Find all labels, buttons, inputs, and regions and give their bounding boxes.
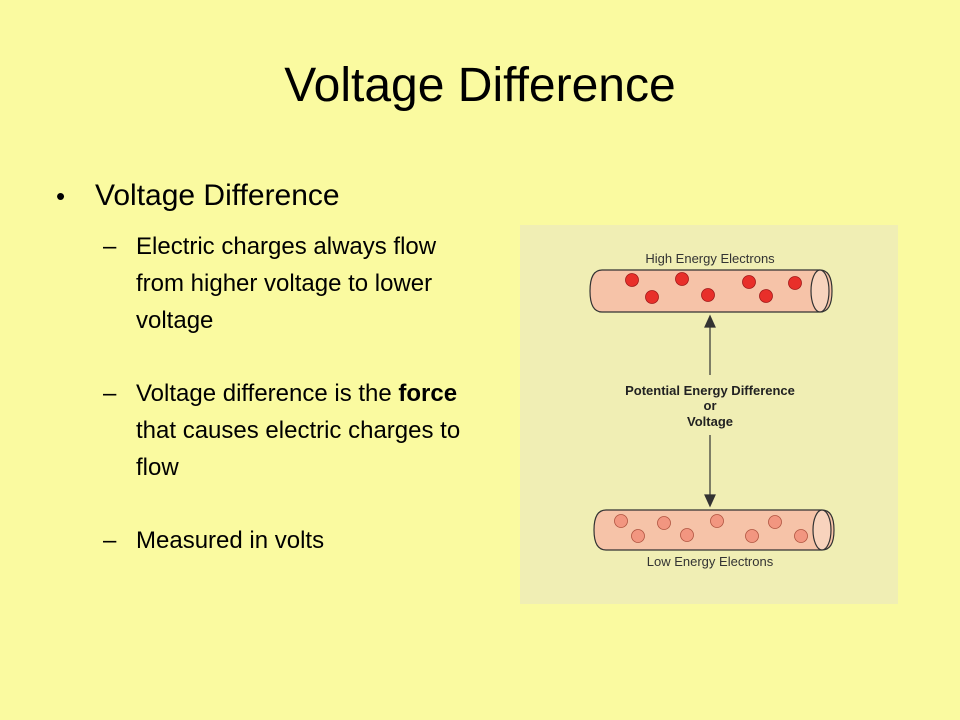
sub-bullet-text: Electric charges always flow from higher… bbox=[136, 233, 437, 334]
electron bbox=[701, 288, 715, 302]
energy-difference-label: Potential Energy Difference bbox=[625, 383, 795, 398]
electron bbox=[794, 529, 808, 543]
dash-marker: – bbox=[103, 527, 117, 554]
sub-bullet-text: Measured in volts bbox=[136, 527, 325, 554]
high-energy-label: High Energy Electrons bbox=[645, 251, 775, 266]
up-arrow bbox=[704, 314, 716, 375]
voltage-diagram: High Energy Electrons Potential Energy D… bbox=[520, 225, 898, 604]
dash-marker: – bbox=[103, 233, 117, 260]
electron bbox=[675, 272, 689, 286]
sub-bullet-force: – Voltage difference is the force that c… bbox=[56, 375, 476, 486]
low-energy-electrons bbox=[614, 514, 808, 543]
sub-bullet-volts: – Measured in volts bbox=[56, 522, 476, 559]
slide-title: Voltage Difference bbox=[284, 59, 676, 112]
high-energy-electrons bbox=[625, 272, 802, 304]
electron bbox=[645, 290, 659, 304]
electron bbox=[745, 529, 759, 543]
down-arrow bbox=[704, 435, 716, 508]
bullet-list: • Voltage Difference – Electric charges … bbox=[56, 176, 486, 559]
electron bbox=[710, 514, 724, 528]
dash-marker: – bbox=[103, 380, 117, 407]
sub-bullet-text-pre: Voltage difference is the bbox=[136, 380, 399, 407]
emphasis-force: force bbox=[398, 380, 458, 407]
electron bbox=[768, 515, 782, 529]
bullet-label: Voltage Difference bbox=[95, 179, 340, 212]
bullet-marker: • bbox=[56, 181, 66, 211]
sub-bullet-charges-flow: – Electric charges always flow from high… bbox=[56, 228, 476, 339]
electron bbox=[614, 514, 628, 528]
electron bbox=[657, 516, 671, 530]
voltage-label: Voltage bbox=[687, 414, 733, 429]
electron bbox=[631, 529, 645, 543]
electron bbox=[742, 275, 756, 289]
sub-bullet-text-post: that causes electric charges to flow bbox=[136, 417, 461, 481]
electron bbox=[788, 276, 802, 290]
electron bbox=[759, 289, 773, 303]
low-energy-label: Low Energy Electrons bbox=[647, 554, 774, 569]
electron bbox=[680, 528, 694, 542]
or-label: or bbox=[704, 398, 717, 413]
electron bbox=[625, 273, 639, 287]
bullet-item-voltage-difference: • Voltage Difference bbox=[56, 176, 486, 216]
